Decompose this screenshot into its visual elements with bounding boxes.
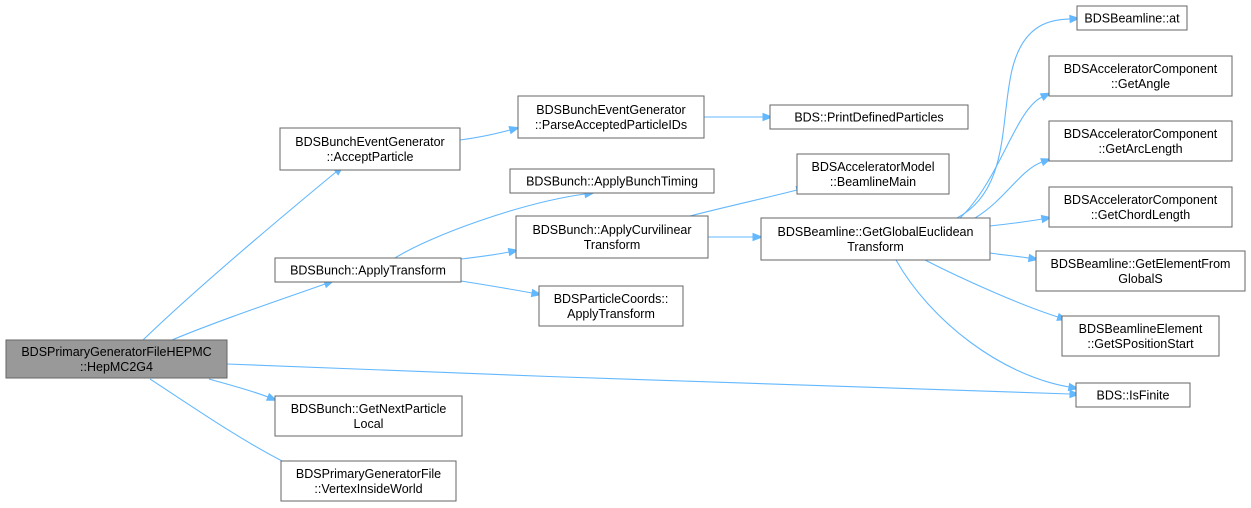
edge-global_euclidean-to-get_chord_length: [989, 214, 1053, 227]
node-label: BDSBeamline::GetGlobalEuclidean: [778, 225, 974, 239]
node-label: BDSParticleCoords::: [554, 292, 669, 306]
node-print-particles[interactable]: BDS::PrintDefinedParticles: [769, 104, 969, 130]
edge-hepmc2g4-to-accept_particle: [142, 165, 345, 341]
node-label: BDSBunch::ApplyCurvilinear: [532, 223, 691, 237]
node-label: BDSBunchEventGenerator: [536, 103, 685, 117]
edge-global_euclidean-to-get_angle: [959, 92, 1052, 219]
edge-hepmc2g4-to-vertex_inside: [149, 378, 298, 469]
node-apply-transform[interactable]: BDSBunch::ApplyTransform: [274, 257, 462, 283]
node-label: ::GetSPositionStart: [1087, 337, 1194, 351]
edge-hepmc2g4-to-apply_transform: [171, 280, 335, 341]
node-vertex-inside[interactable]: BDSPrimaryGeneratorFile::VertexInsideWor…: [280, 460, 457, 502]
node-label: ::VertexInsideWorld: [314, 482, 422, 496]
edge-hepmc2g4-to-get_next_particle: [208, 378, 278, 401]
edge-global_euclidean-to-beamline_at: [956, 14, 1081, 219]
node-label: BDSBunch::GetNextParticle: [291, 402, 447, 416]
node-label: BDSAcceleratorComponent: [1064, 193, 1218, 207]
node-accept-particle[interactable]: BDSBunchEventGenerator::AcceptParticle: [279, 127, 461, 171]
node-label: BDSAcceleratorModel: [812, 160, 935, 174]
node-label: BDSAcceleratorComponent: [1064, 127, 1218, 141]
node-label: ::GetChordLength: [1091, 208, 1190, 222]
node-label: Transform: [584, 238, 641, 252]
node-get-arc-length[interactable]: BDSAcceleratorComponent::GetArcLength: [1048, 120, 1233, 162]
node-label: BDSBeamline::GetElementFrom: [1051, 257, 1231, 271]
edge-accept_particle-to-parse_ids: [459, 126, 521, 141]
call-nodes: BDSPrimaryGeneratorFileHEPMC::HepMC2G4BD…: [5, 5, 1246, 502]
node-label: Transform: [847, 240, 904, 254]
node-label: BDSBunchEventGenerator: [295, 135, 444, 149]
node-label: ::BeamlineMain: [830, 175, 916, 189]
edge-global_euclidean-to-get_arc_length: [974, 158, 1052, 219]
node-label: BDSBunch::ApplyBunchTiming: [526, 175, 698, 189]
node-parse-ids[interactable]: BDSBunchEventGenerator::ParseAcceptedPar…: [517, 95, 705, 139]
node-label: ::AcceptParticle: [327, 150, 414, 164]
node-coords-transform[interactable]: BDSParticleCoords::ApplyTransform: [538, 285, 684, 327]
edge-parse_ids-to-print_particles: [704, 112, 774, 122]
node-beamline-main[interactable]: BDSAcceleratorModel::BeamlineMain: [796, 153, 950, 195]
node-label: ::GetArcLength: [1098, 142, 1182, 156]
node-is-finite[interactable]: BDS::IsFinite: [1075, 382, 1191, 408]
node-label: BDSBeamline::at: [1084, 12, 1180, 26]
node-label: BDSPrimaryGeneratorFileHEPMC: [21, 345, 211, 359]
node-label: GlobalS: [1118, 272, 1162, 286]
node-get-angle[interactable]: BDSAcceleratorComponent::GetAngle: [1048, 55, 1233, 97]
node-get-chord-length[interactable]: BDSAcceleratorComponent::GetChordLength: [1048, 186, 1233, 228]
node-beamline-at[interactable]: BDSBeamline::at: [1076, 5, 1188, 31]
node-hepmc2g4[interactable]: BDSPrimaryGeneratorFileHEPMC::HepMC2G4: [5, 339, 228, 379]
node-label: ::GetAngle: [1111, 77, 1170, 91]
node-bunch-timing[interactable]: BDSBunch::ApplyBunchTiming: [509, 168, 715, 194]
node-label: Local: [354, 417, 384, 431]
edge-hepmc2g4-to-is_finite: [226, 363, 1081, 399]
edge-global_euclidean-to-element_from_global: [989, 252, 1040, 263]
node-label: BDSPrimaryGeneratorFile: [296, 467, 441, 481]
node-label: BDSBeamlineElement: [1079, 322, 1203, 336]
edge-apply_transform-to-coords_transform: [460, 280, 543, 298]
node-s-position-start[interactable]: BDSBeamlineElement::GetSPositionStart: [1061, 315, 1220, 357]
edge-curvilinear-to-global_euclidean: [708, 232, 764, 242]
node-label: BDSBunch::ApplyTransform: [290, 264, 446, 278]
node-label: ApplyTransform: [567, 307, 655, 321]
node-label: BDS::PrintDefinedParticles: [794, 111, 943, 125]
node-label: BDSAcceleratorComponent: [1064, 62, 1218, 76]
edge-apply_transform-to-curvilinear: [460, 247, 520, 260]
node-label: ::ParseAcceptedParticleIDs: [535, 118, 687, 132]
node-label: ::HepMC2G4: [80, 360, 153, 374]
node-label: BDS::IsFinite: [1097, 389, 1170, 403]
